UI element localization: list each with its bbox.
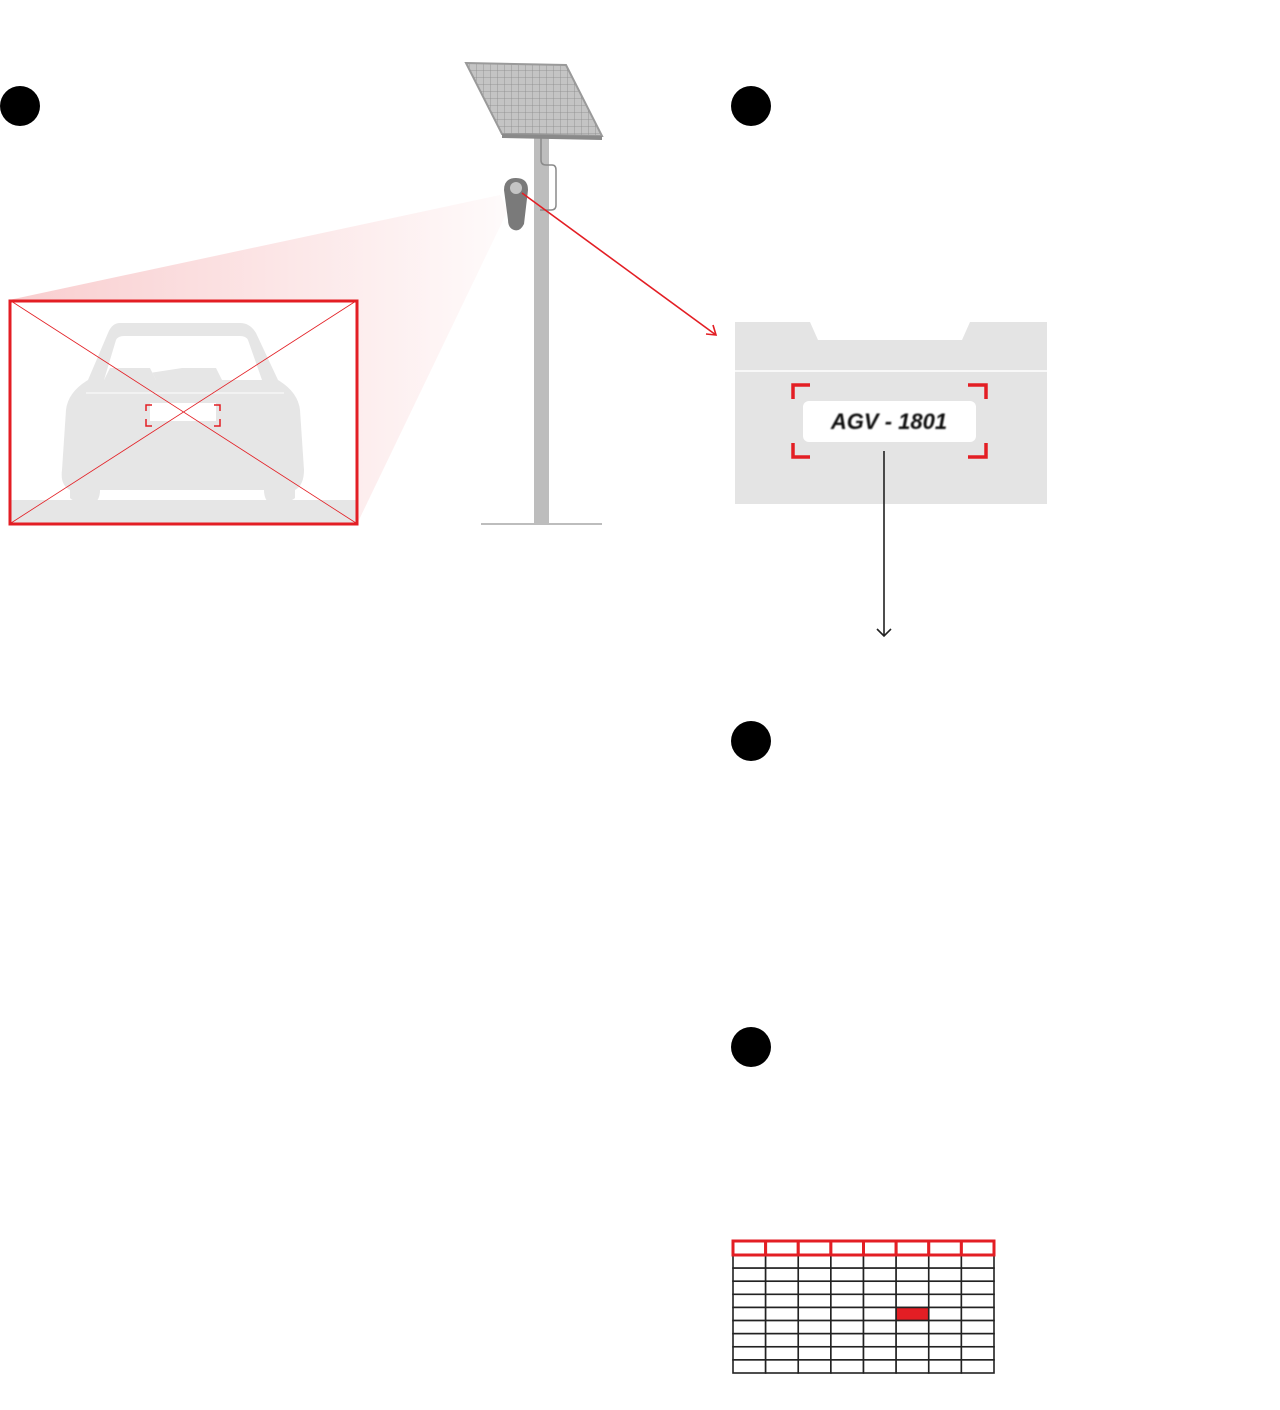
table-cell	[960, 1254, 995, 1269]
table-cell	[895, 1332, 930, 1348]
table-cell	[895, 1319, 930, 1335]
license-plate	[803, 401, 976, 442]
table-cell	[830, 1280, 865, 1296]
table-cell	[895, 1345, 930, 1361]
table-cell	[895, 1280, 930, 1296]
table-cell	[732, 1254, 767, 1269]
step-2-marker	[731, 86, 771, 126]
table-cell	[862, 1332, 897, 1348]
camera-icon	[504, 178, 528, 231]
table-header-cell	[796, 1239, 833, 1257]
table-cell	[830, 1332, 865, 1348]
table-cell	[862, 1267, 897, 1283]
table-cell	[862, 1359, 897, 1374]
table-cell	[927, 1293, 963, 1309]
table-cell	[862, 1319, 897, 1335]
table-cell	[960, 1332, 995, 1348]
table-cell	[927, 1332, 963, 1348]
table-cell	[895, 1267, 930, 1283]
table-cell	[797, 1332, 832, 1348]
table-cell	[764, 1345, 800, 1361]
table-cell	[764, 1319, 800, 1335]
plate-to-database-arrow	[876, 451, 892, 638]
table-cell	[862, 1254, 897, 1269]
database-table	[731, 1239, 996, 1374]
table-cell	[732, 1280, 767, 1296]
table-cell	[960, 1293, 995, 1309]
table-cell	[764, 1280, 800, 1296]
table-cell	[830, 1345, 865, 1361]
table-header-cell	[731, 1239, 768, 1257]
table-cell	[895, 1254, 930, 1269]
table-cell	[895, 1293, 930, 1309]
table-cell	[764, 1332, 800, 1348]
solar-panel-icon	[464, 61, 604, 138]
table-cell	[732, 1267, 767, 1283]
table-cell	[764, 1254, 800, 1269]
solar-camera-pole	[464, 61, 604, 525]
table-cell	[927, 1319, 963, 1335]
table-cell	[797, 1267, 832, 1283]
table-cell	[732, 1306, 767, 1322]
table-cell	[797, 1345, 832, 1361]
table-header-cell	[764, 1239, 800, 1257]
table-cell	[797, 1293, 832, 1309]
step-1-marker	[0, 86, 40, 126]
table-cell	[764, 1293, 800, 1309]
matched-record-cell	[895, 1306, 930, 1322]
table-cell	[764, 1306, 800, 1322]
table-cell	[960, 1267, 995, 1283]
table-cell	[927, 1267, 963, 1283]
table-cell	[830, 1306, 865, 1322]
table-cell	[797, 1306, 832, 1322]
table-cell	[960, 1319, 995, 1335]
table-cell	[797, 1254, 832, 1269]
table-header-cell	[927, 1239, 963, 1257]
plate-recognition-panel: AGV - 1801	[735, 322, 1047, 504]
table-cell	[764, 1359, 800, 1374]
table-cell	[830, 1293, 865, 1309]
table-cell	[732, 1332, 767, 1348]
table-cell	[862, 1306, 897, 1322]
table-cell	[797, 1280, 832, 1296]
table-cell	[960, 1345, 995, 1361]
table-cell	[895, 1359, 930, 1374]
table-cell	[960, 1359, 995, 1374]
table-cell	[797, 1319, 832, 1335]
camera-to-plate-arrow	[521, 192, 718, 336]
step-3-marker	[731, 721, 771, 761]
table-cell	[927, 1280, 963, 1296]
table-header-cell	[829, 1239, 865, 1257]
table-cell	[797, 1359, 832, 1374]
captured-frame	[8, 299, 359, 526]
table-header-cell	[862, 1239, 898, 1257]
table-cell	[862, 1293, 897, 1309]
table-cell	[732, 1319, 767, 1335]
table-cell	[927, 1254, 963, 1269]
table-cell	[830, 1254, 865, 1269]
step-4-marker	[731, 1027, 771, 1067]
table-cell	[732, 1345, 767, 1361]
table-cell	[830, 1267, 865, 1283]
table-cell	[830, 1319, 865, 1335]
table-cell	[927, 1306, 963, 1322]
table-cell	[862, 1280, 897, 1296]
table-header-cell	[959, 1239, 996, 1257]
table-cell	[732, 1359, 767, 1374]
table-cell	[830, 1359, 865, 1374]
table-cell	[732, 1293, 767, 1309]
table-cell	[960, 1280, 995, 1296]
table-cell	[764, 1267, 800, 1283]
table-cell	[862, 1345, 897, 1361]
table-cell	[927, 1359, 963, 1374]
table-header-cell	[894, 1239, 931, 1257]
plate-number: AGV - 1801	[830, 409, 947, 434]
table-cell	[927, 1345, 963, 1361]
table-cell	[960, 1306, 995, 1322]
